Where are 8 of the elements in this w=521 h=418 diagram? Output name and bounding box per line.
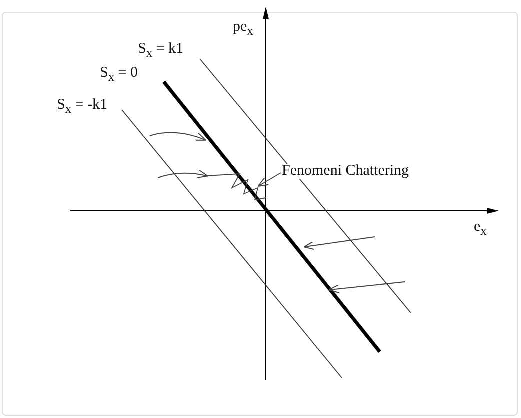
line-label: S$_{x}$ = k1 (138, 42, 184, 60)
axis-label: pe$_{x}$ (233, 20, 254, 38)
chattering-zigzag (206, 174, 266, 201)
annotation-text: Fenomeni Chattering (282, 164, 410, 179)
line-label: S$_{x}$ = -k1 (57, 98, 108, 116)
leader-line (258, 172, 282, 187)
axis-label: e$_{x}$ (474, 220, 487, 238)
line-label: S$_{x}$ = 0 (100, 66, 138, 84)
